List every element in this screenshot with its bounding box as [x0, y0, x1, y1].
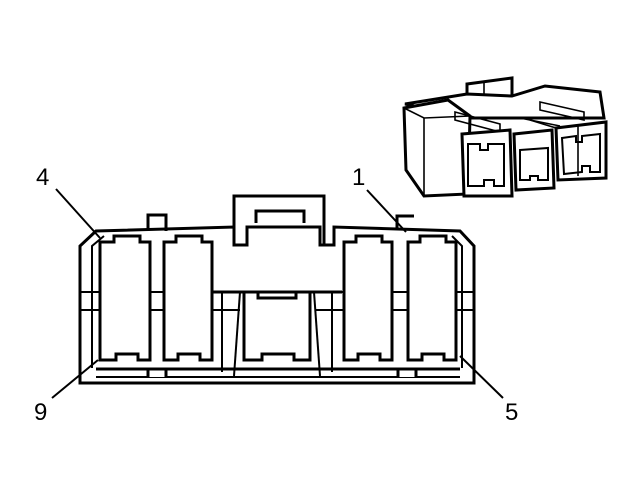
pin-label-1: 1	[352, 164, 365, 191]
leader-lines	[51, 188, 504, 399]
connector-front-view	[78, 194, 476, 385]
pin-label-4: 4	[36, 164, 49, 191]
connector-3d-view	[402, 76, 608, 198]
pin-label-9: 9	[34, 399, 47, 426]
pin-label-5: 5	[505, 399, 518, 426]
